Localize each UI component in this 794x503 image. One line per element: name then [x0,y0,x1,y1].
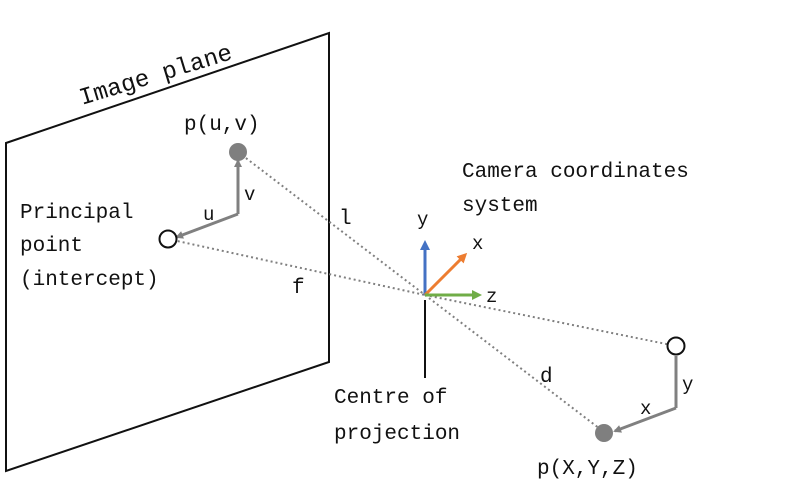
camera-system-label-line1: Camera coordinates [462,161,689,184]
ray-optical-axis [424,294,677,347]
principal-label-line2: point [20,235,83,258]
world-y-label: y [682,374,693,396]
ray-l [237,151,426,296]
centre-label-line2: projection [334,423,460,446]
ray-d [424,294,605,433]
f-label: f [292,277,305,300]
pixel-point-label: p(u,v) [184,114,260,137]
principal-label-line1: Principal [20,202,133,225]
image-plane [5,31,330,473]
camera-axis-x [423,252,468,297]
axis-x-label: x [472,233,483,255]
u-label: u [203,204,214,226]
world-axis-point [666,336,686,356]
principal-point [158,229,178,249]
image-plane-label: Image plane [76,41,235,113]
u-arrow [175,212,239,239]
axis-z-label: z [486,286,497,308]
pixel-point [229,143,247,161]
centre-label-line1: Centre of [334,387,447,410]
axis-y-label: y [417,209,428,231]
d-label: d [540,366,553,389]
world-point [595,424,613,442]
world-x-arrow [613,406,677,433]
principal-label-line3: (intercept) [20,269,159,292]
world-x-label: x [640,398,651,420]
l-label: l [339,208,352,231]
camera-system-label-line2: system [462,195,538,218]
v-label: v [244,184,255,206]
world-point-label: p(X,Y,Z) [537,458,638,481]
ray-f [167,238,426,296]
